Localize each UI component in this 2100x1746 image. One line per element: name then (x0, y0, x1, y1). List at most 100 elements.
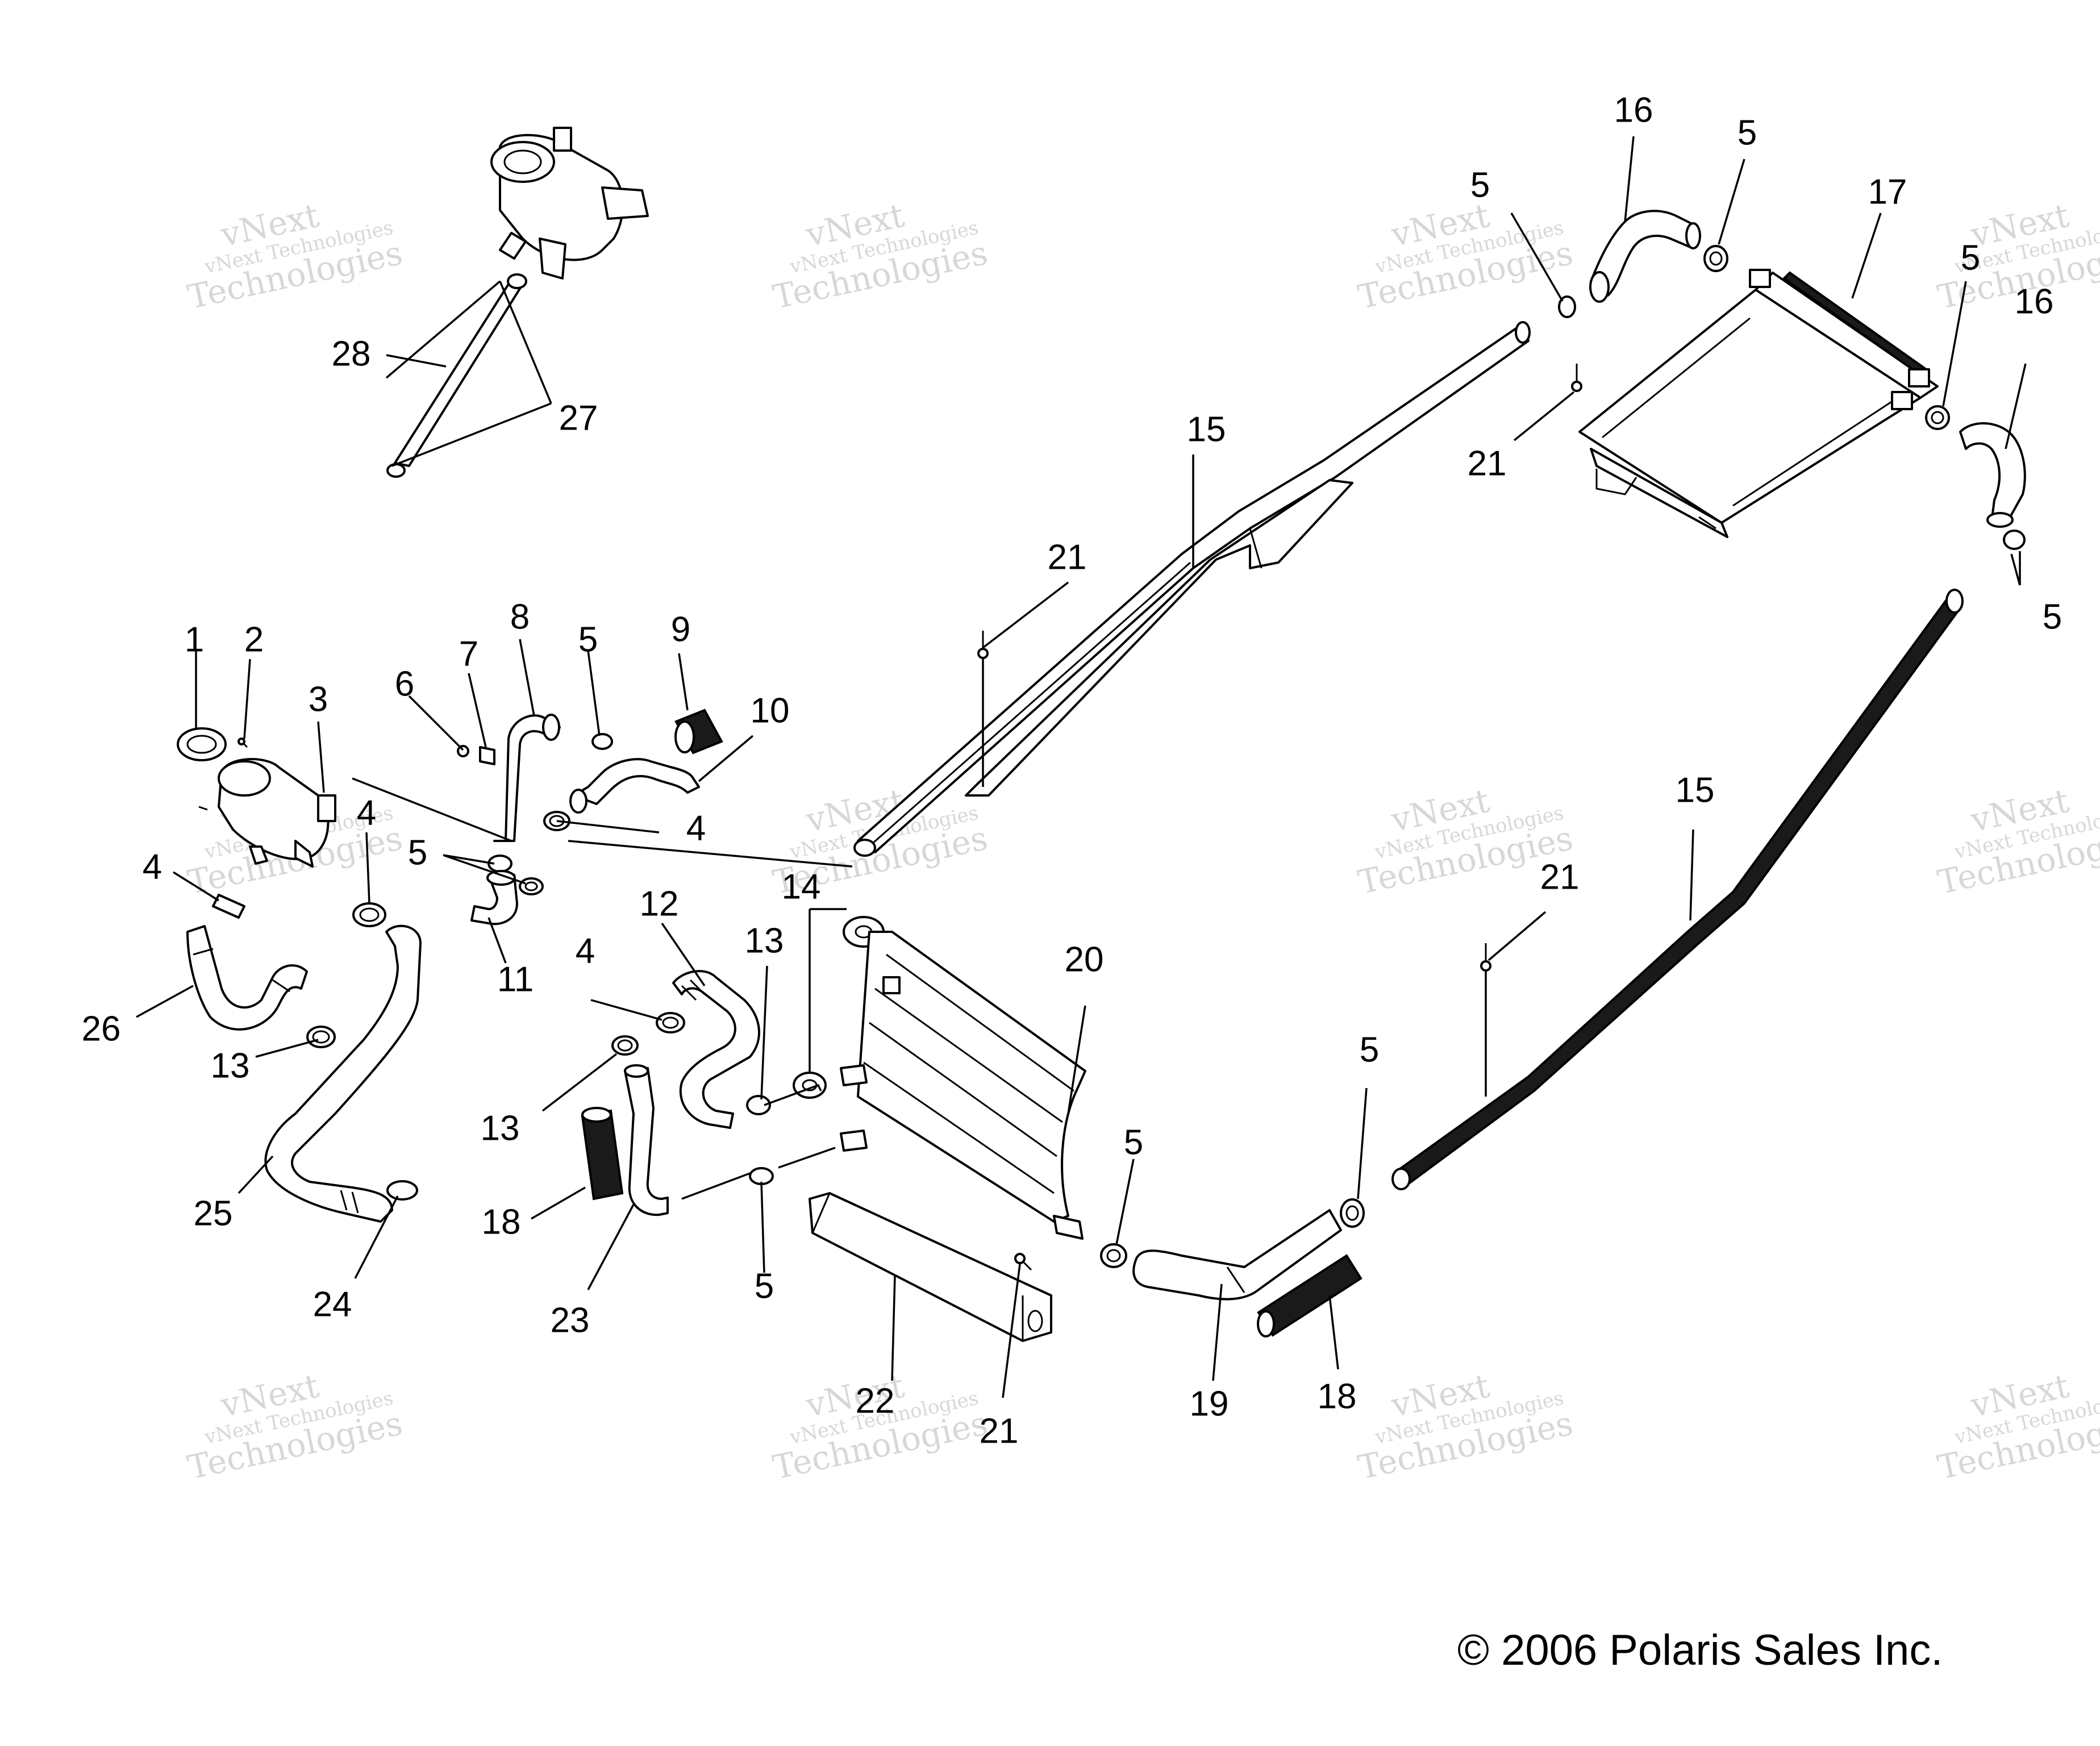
callout-11: 11 (497, 960, 534, 999)
part-clamp-13-center (611, 1035, 639, 1056)
callout-5-right-lower: 5 (2043, 597, 2062, 636)
callout-18-right: 18 (1318, 1377, 1357, 1416)
callout-9: 9 (671, 610, 690, 649)
part-heat-exchanger-20 (840, 931, 1086, 1240)
part-clamp-5-near-19-left (1100, 1243, 1127, 1268)
part-hose-16-upper (1589, 210, 1701, 303)
callout-12: 12 (640, 884, 679, 923)
part-clamp-5-near-8 (591, 733, 613, 750)
part-clamp-5-right-lower (2003, 530, 2026, 550)
callout-18-left: 18 (482, 1202, 521, 1241)
part-small-screw (198, 737, 248, 811)
callout-15-upper: 15 (1187, 410, 1226, 449)
callout-4-filler: 4 (357, 793, 376, 832)
callout-24: 24 (313, 1285, 352, 1324)
callout-21-radiator: 21 (1468, 444, 1507, 483)
part-hose-8 (493, 714, 561, 842)
callout-17: 17 (1868, 172, 1907, 211)
part-coolant-tube-15-upper (853, 321, 1531, 857)
part-clamp-13-right (746, 1095, 771, 1115)
callout-21-right: 21 (1540, 857, 1580, 897)
watermark: vNext vNext Technologies Technologies (184, 196, 406, 316)
part-clamp-5-near-16b (1703, 245, 1728, 272)
part-bracket-22 (809, 1192, 1052, 1342)
callout-28: 28 (332, 334, 371, 373)
callout-21-lower: 21 (980, 1411, 1019, 1451)
part-clamp-13-left (306, 1026, 336, 1048)
callout-4-center: 4 (576, 931, 595, 970)
watermark: vNext vNext Technologies Technologies (184, 1366, 406, 1487)
callout-19: 19 (1190, 1384, 1229, 1423)
part-bolt-21-upper-right (1571, 364, 1582, 392)
part-radiator-cap (177, 727, 227, 761)
part-sleeve-18-right (1257, 1254, 1363, 1337)
callout-27: 27 (559, 398, 598, 437)
watermark: vNext vNext Technologies Technologies (1355, 196, 1576, 316)
callout-5-upper: 5 (1738, 113, 1757, 152)
watermark: vNext vNext Technologies Technologies (1355, 1366, 1576, 1487)
part-filler-neck (218, 758, 336, 868)
callout-10: 10 (751, 691, 790, 730)
watermark: vNext vNext Technologies Technologies (1934, 196, 2100, 316)
callout-7: 7 (459, 634, 478, 673)
callout-13-left: 13 (211, 1046, 250, 1085)
part-clamp-24 (386, 1180, 418, 1201)
callout-13-lower: 13 (481, 1109, 520, 1148)
part-overflow-tube (386, 273, 527, 478)
part-coolant-tube-15-lower (1391, 589, 1964, 1190)
part-bolt-21-upper-left (977, 631, 989, 659)
callout-20: 20 (1065, 940, 1104, 979)
callout-5-upper-left: 5 (1470, 165, 1490, 205)
part-clamp-5-near-23 (749, 1167, 774, 1185)
callout-22: 22 (856, 1381, 895, 1420)
part-grommet-14-lower (793, 1072, 827, 1099)
part-clamp-4-near-12 (656, 1012, 685, 1034)
watermark: vNext vNext Technologies Technologies (1934, 1366, 2100, 1487)
part-clamp-5-near-19-right (1340, 1198, 1365, 1228)
callout-23: 23 (551, 1301, 590, 1340)
part-hose-16-right (1959, 422, 2026, 528)
callout-5-near-19-right: 5 (1360, 1030, 1379, 1069)
copyright-notice: © 2006 Polaris Sales Inc. (1457, 1626, 1943, 1674)
part-hose-10 (569, 758, 700, 814)
watermark: vNext vNext Technologies Technologies (1934, 781, 2100, 902)
callout-25: 25 (194, 1194, 233, 1233)
callout-5-near-19-left: 5 (1124, 1123, 1143, 1162)
callout-5-near-8: 5 (578, 620, 598, 659)
callout-3: 3 (309, 680, 328, 719)
part-hose-23 (624, 1064, 669, 1216)
callout-14: 14 (782, 867, 821, 906)
callout-1: 1 (185, 620, 204, 659)
callout-15-lower: 15 (1676, 770, 1715, 810)
callout-8: 8 (510, 597, 530, 636)
callout-4-upper: 4 (686, 809, 706, 848)
part-sleeve-9 (674, 709, 723, 755)
callout-21-upper: 21 (1048, 537, 1087, 577)
callout-13-center: 13 (745, 921, 784, 960)
callout-26: 26 (82, 1009, 121, 1048)
part-hose-26 (186, 925, 308, 1031)
part-fitting-7 (479, 746, 495, 765)
callout-labels: 1 2 3 4 4 4 4 5 5 5 5 5 5 5 5 5 6 7 8 9 … (82, 90, 2062, 1451)
part-clamp-5-near-16a (1558, 295, 1576, 318)
part-clamp-5-right-upper (1925, 405, 1950, 430)
part-hose-19 (1132, 1209, 1342, 1301)
part-elbow-11 (470, 870, 518, 926)
callout-4-left: 4 (143, 847, 162, 886)
part-hose-25 (264, 924, 422, 1223)
part-clamp-4-upper (352, 902, 386, 927)
leader-lines (136, 136, 2027, 1398)
callout-5-near-23: 5 (755, 1266, 774, 1306)
callout-5-right-upper: 5 (1961, 238, 1980, 277)
part-clamp-4-left (212, 894, 245, 919)
callout-16-right: 16 (2015, 282, 2054, 321)
watermark: vNext vNext Technologies Technologies (769, 196, 991, 316)
callout-5-near-11: 5 (408, 833, 427, 872)
callout-6: 6 (395, 664, 414, 703)
part-hose-12 (672, 970, 760, 1129)
part-upper-reservoir-bottle (490, 127, 649, 280)
callout-16-upper: 16 (1614, 90, 1653, 130)
part-bolt-21-right (1480, 943, 1491, 972)
callout-2: 2 (244, 620, 264, 659)
